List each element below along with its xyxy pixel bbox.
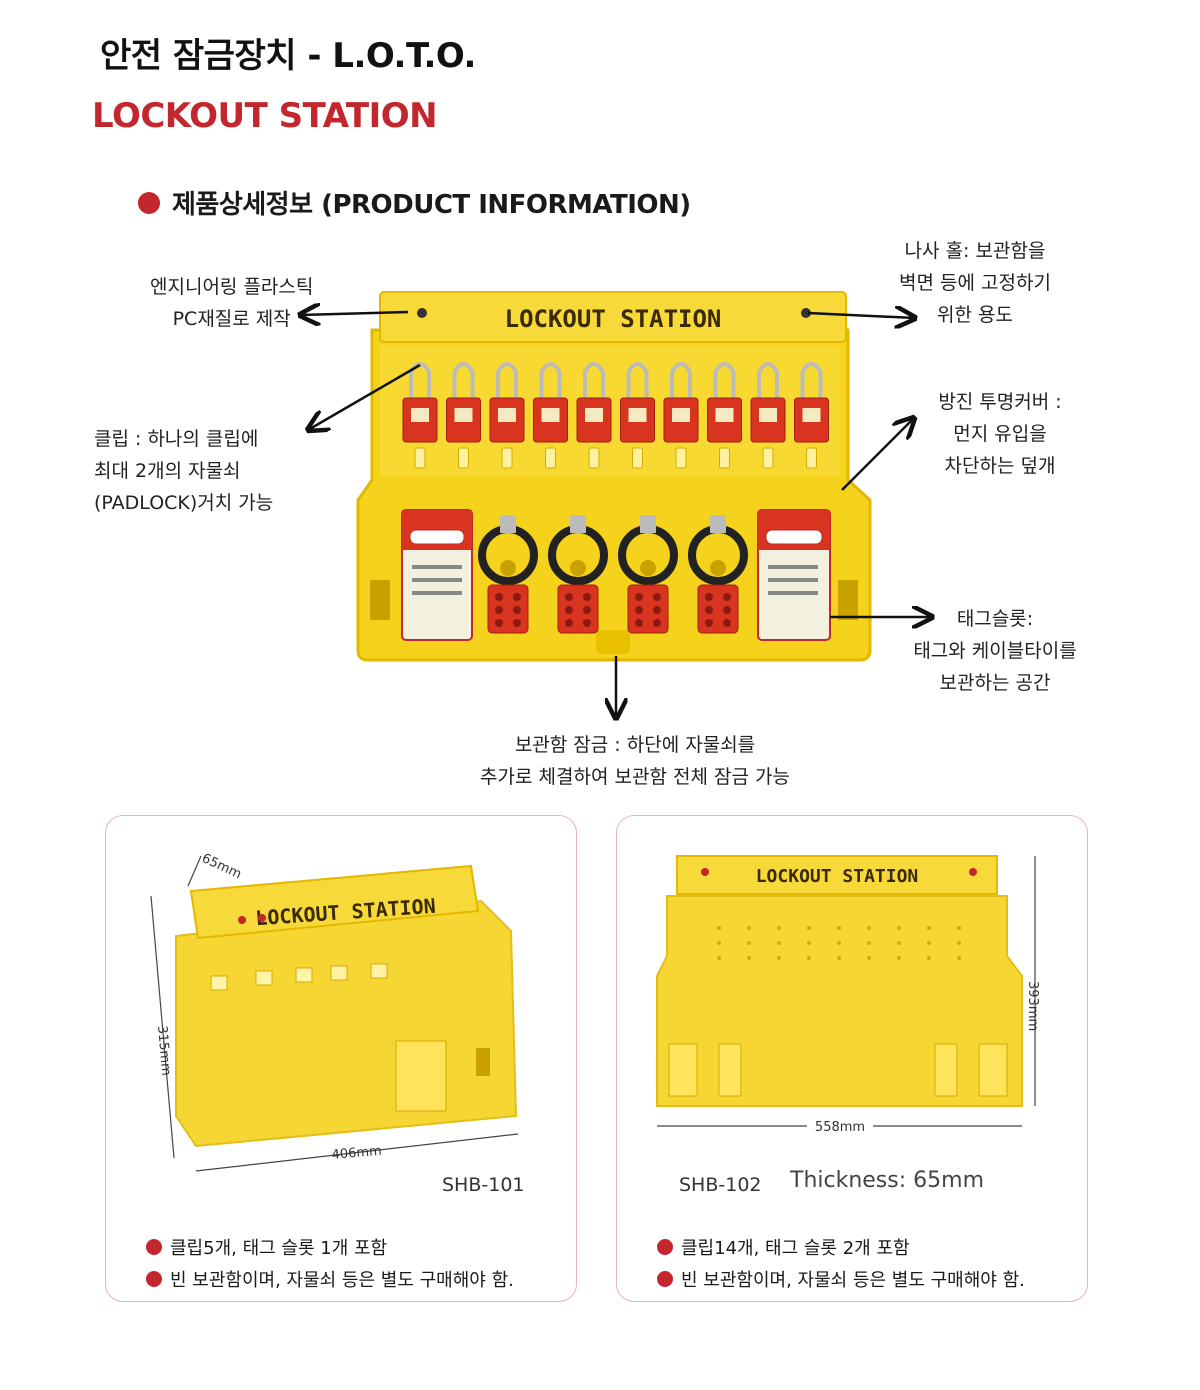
- hasp-row: [478, 515, 748, 634]
- padlock-icon: [446, 362, 481, 469]
- bullet-dot-icon: [138, 191, 160, 214]
- padlock-icon: [794, 362, 829, 469]
- model-code: SHB-101: [442, 1174, 525, 1196]
- bullet-dot-icon: [146, 1271, 162, 1287]
- slot-right: [838, 580, 858, 620]
- page-subtitle: LOCKOUT STATION: [92, 96, 438, 136]
- tag-left: [401, 509, 473, 641]
- model-thickness: Thickness: 65mm: [790, 1168, 984, 1193]
- callout-tag-slot: 태그슬롯: 태그와 케이블타이를 보관하는 공간: [913, 608, 1077, 694]
- dim-depth-label: 65mm: [199, 851, 243, 882]
- callout-material: 엔지니어링 플라스틱 PC재질로 제작: [150, 276, 314, 330]
- station-header-bar: [379, 291, 847, 343]
- arrow-clip: [308, 363, 421, 430]
- dim-width-label: 558mm: [815, 1120, 865, 1135]
- padlock-icon: [750, 362, 786, 469]
- callout-clip: 클립 : 하나의 클립에 최대 2개의 자물쇠 (PADLOCK)거치 가능: [94, 428, 274, 514]
- station-header-label: LOCKOUT STATION: [505, 305, 722, 333]
- model-panel-shb-101: LOCKOUT STATION 315mm 406mm 65mm SHB-101…: [105, 815, 577, 1302]
- model-code: SHB-102: [679, 1174, 762, 1196]
- dim-height-label: 315mm: [154, 1025, 173, 1076]
- hasp-icon: [618, 515, 678, 634]
- hasp-icon: [688, 515, 748, 634]
- arrow-material: [300, 312, 409, 315]
- section-heading-text: 제품상세정보 (PRODUCT INFORMATION): [172, 190, 691, 220]
- padlock-icon: [402, 362, 438, 469]
- shb-102-station-label: LOCKOUT STATION: [756, 866, 919, 887]
- dim-width-label: 406mm: [331, 1144, 382, 1163]
- page-title: 안전 잠금장치 - L.O.T.O.: [100, 36, 476, 76]
- arrow-screw-hole: [807, 313, 915, 318]
- padlock-icon: [620, 362, 655, 469]
- padlock-icon: [489, 362, 525, 469]
- model-panel-shb-102: LOCKOUT STATION 393mm 558mm SHB-102 Thic…: [616, 815, 1088, 1302]
- padlock-icon: [663, 362, 699, 469]
- section-heading: 제품상세정보 (PRODUCT INFORMATION): [138, 184, 691, 221]
- callout-bottom-lock: 보관함 잠금 : 하단에 자물쇠를 추가로 체결하여 보관함 전체 잠금 가능: [480, 734, 790, 788]
- shb-102-illustration: LOCKOUT STATION 393mm 558mm: [656, 855, 1040, 1135]
- callout-cover: 방진 투명커버 : 먼지 유입을 차단하는 덮개: [938, 391, 1062, 477]
- hasp-icon: [478, 515, 538, 634]
- slot-left: [370, 580, 390, 620]
- screw-hole-icon: [801, 308, 811, 318]
- padlock-icon: [533, 362, 568, 469]
- callout-screw-hole: 나사 홀: 보관함을 벽면 등에 고정하기 위한 용도: [899, 240, 1051, 326]
- padlock-icon: [576, 362, 612, 469]
- bullet-dot-icon: [657, 1239, 673, 1255]
- hasp-icon: [548, 515, 608, 634]
- model-bullet: 클립14개, 태그 슬롯 2개 포함: [657, 1234, 910, 1260]
- arrow-cover: [841, 418, 914, 491]
- bullet-dot-icon: [657, 1271, 673, 1287]
- tag-right: [757, 509, 831, 641]
- lockout-station-illustration: LOCKOUT STATION: [0, 291, 1200, 800]
- padlock-row: [402, 362, 829, 469]
- bottom-lock-tab: [596, 630, 630, 654]
- bullet-dot-icon: [146, 1239, 162, 1255]
- screw-hole-icon: [417, 308, 427, 318]
- model-bullet: 클립5개, 태그 슬롯 1개 포함: [146, 1234, 387, 1260]
- model-bullet: 빈 보관함이며, 자물쇠 등은 별도 구매해야 함.: [657, 1266, 1025, 1292]
- padlock-icon: [707, 362, 742, 469]
- model-bullet: 빈 보관함이며, 자물쇠 등은 별도 구매해야 함.: [146, 1266, 514, 1292]
- dim-height-label: 393mm: [1025, 981, 1040, 1031]
- shb-101-illustration: LOCKOUT STATION 315mm 406mm 65mm: [150, 851, 519, 1172]
